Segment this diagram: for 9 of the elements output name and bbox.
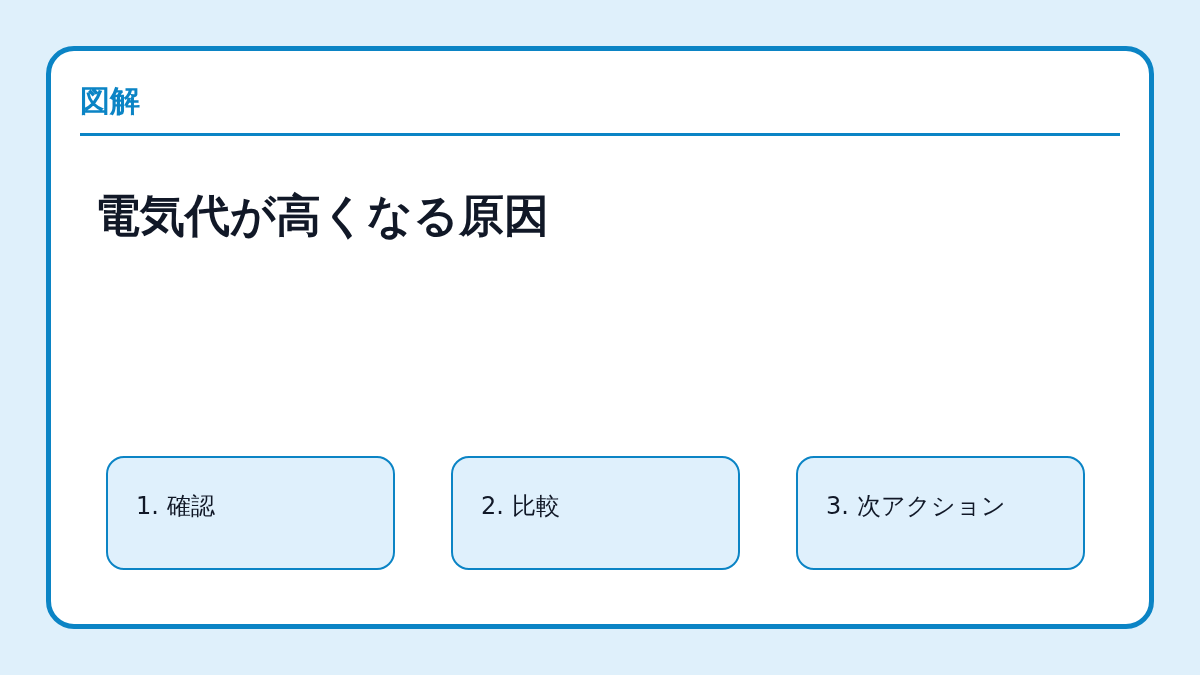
panel-header: 図解 bbox=[80, 83, 140, 119]
step-box bbox=[106, 456, 395, 570]
step-label: 1. 確認 bbox=[136, 492, 215, 521]
panel-card bbox=[46, 46, 1154, 629]
heading: 電気代が高くなる原因 bbox=[95, 189, 549, 243]
step-box bbox=[796, 456, 1085, 570]
step-label: 3. 次アクション bbox=[826, 492, 1006, 521]
step-box bbox=[451, 456, 740, 570]
step-label: 2. 比較 bbox=[481, 492, 560, 521]
